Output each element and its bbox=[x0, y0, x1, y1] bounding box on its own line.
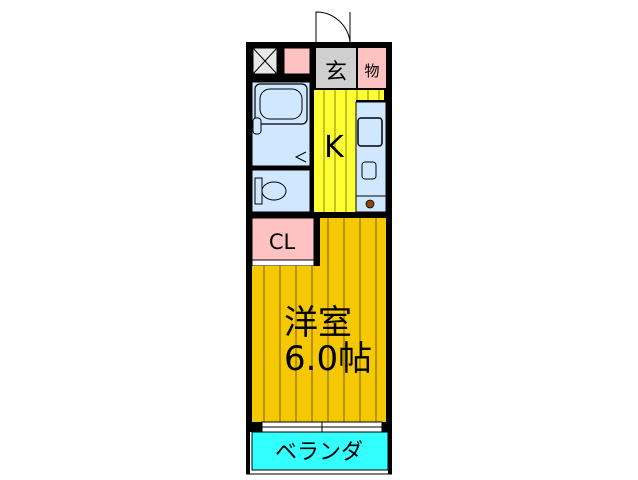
kitchen-floor-right bbox=[356, 90, 384, 100]
room-name: 洋室 bbox=[284, 303, 352, 343]
inner-wall bbox=[252, 212, 386, 218]
meter-box-icon bbox=[252, 47, 278, 75]
bath-door bbox=[294, 151, 307, 163]
toilet-icon bbox=[254, 177, 287, 205]
veranda-label: ベランダ bbox=[275, 440, 363, 465]
room-size: 6.0帖 bbox=[284, 339, 372, 379]
entrance-area bbox=[316, 48, 356, 88]
entrance-door bbox=[315, 11, 351, 43]
stove-icon bbox=[361, 161, 377, 180]
veranda-post-right bbox=[388, 432, 392, 474]
storage-label: 物 bbox=[364, 62, 379, 80]
washbasin-icon bbox=[252, 117, 262, 135]
main-room-floor bbox=[320, 218, 386, 266]
kitchen-label: K bbox=[324, 130, 345, 165]
main-room-floor-lower bbox=[252, 266, 386, 422]
sink-icon bbox=[357, 117, 383, 147]
kitchen-floor bbox=[314, 90, 356, 214]
kitchen-counter bbox=[355, 101, 387, 197]
closet-label: CL bbox=[269, 230, 296, 254]
storage-area bbox=[358, 48, 386, 88]
shoe-cabinet bbox=[283, 47, 311, 75]
veranda-area bbox=[251, 431, 389, 471]
bathtub-icon bbox=[254, 83, 308, 125]
closet-area bbox=[251, 217, 315, 261]
outlet-dot bbox=[365, 199, 375, 209]
window-sash bbox=[261, 421, 383, 433]
entrance-label: 玄 bbox=[325, 60, 347, 85]
veranda-post-left bbox=[246, 432, 250, 474]
